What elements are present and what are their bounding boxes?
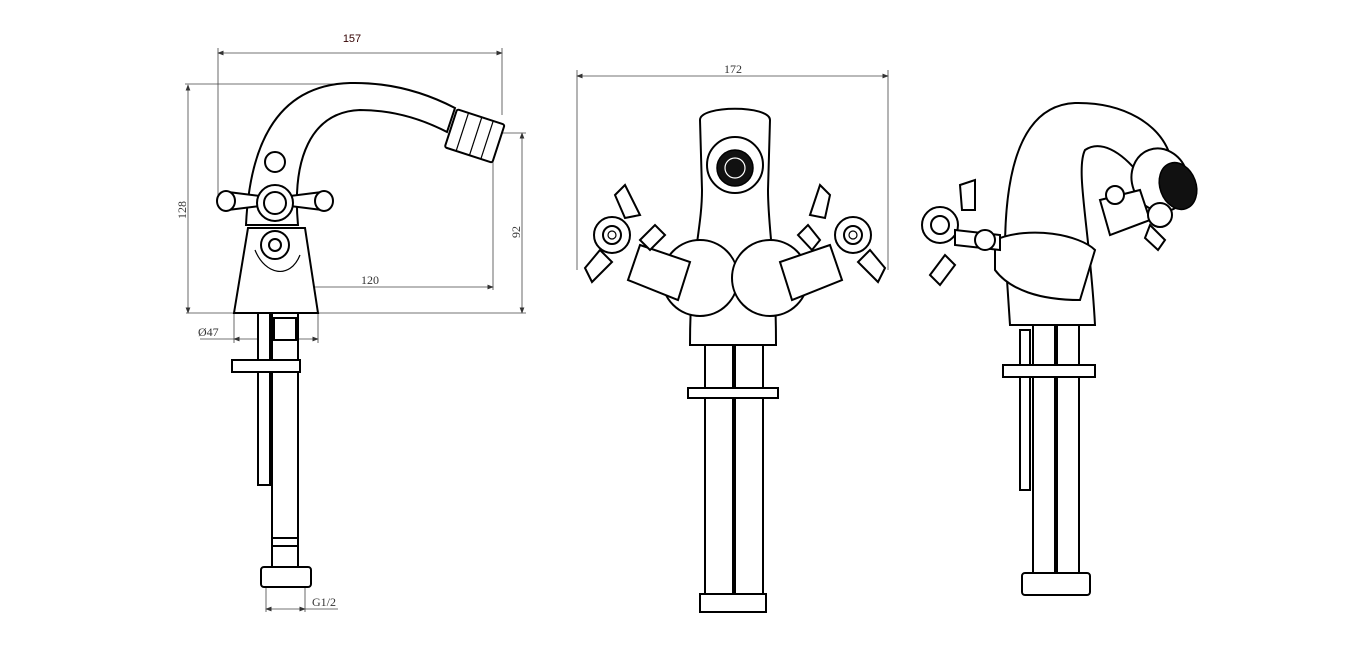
dimension-label: 128 <box>175 201 189 219</box>
cross-handle <box>216 151 334 260</box>
dimension-label: 172 <box>724 62 742 76</box>
dimension-width-157: 157 <box>217 33 503 200</box>
dimension-label: G1/2 <box>312 595 336 609</box>
hose-nut <box>260 566 312 588</box>
aerator-nozzle <box>444 108 506 164</box>
supply-hose-right <box>734 344 764 596</box>
lift-rod <box>1019 329 1031 491</box>
cross-handle-left <box>583 183 667 284</box>
front-view: 172 <box>576 62 889 613</box>
dimension-label: Ø47 <box>198 325 219 339</box>
spout <box>244 81 457 226</box>
supply-hose-left <box>1032 324 1056 576</box>
dimension-thread-g12: G1/2 <box>265 585 338 612</box>
lift-rod <box>257 312 271 486</box>
dimension-height-92: 92 <box>492 132 526 314</box>
cross-handle-left <box>921 178 1001 287</box>
supply-hose <box>271 312 299 569</box>
cross-handle-right <box>796 183 887 284</box>
hose-fitting <box>273 317 297 341</box>
hose-nuts <box>699 593 767 613</box>
supply-hose-right <box>1056 324 1080 576</box>
fixing-bracket <box>231 359 301 373</box>
dimension-label: 120 <box>361 273 379 287</box>
dimension-label: 157 <box>343 33 361 45</box>
dimension-width-172: 172 <box>576 62 889 270</box>
perspective-view <box>921 101 1198 596</box>
dimension-height-128: 128 <box>175 83 340 314</box>
supply-hose-left <box>704 344 734 596</box>
dimension-label: 92 <box>509 226 523 238</box>
hose-nuts <box>1021 572 1091 596</box>
cross-handle-right <box>1098 185 1173 252</box>
fixing-bracket <box>687 387 779 399</box>
dimension-reach-120: 120 <box>282 273 494 290</box>
side-view: 157 128 92 120 Ø47 <box>175 33 526 612</box>
fixing-bracket <box>1002 364 1096 378</box>
